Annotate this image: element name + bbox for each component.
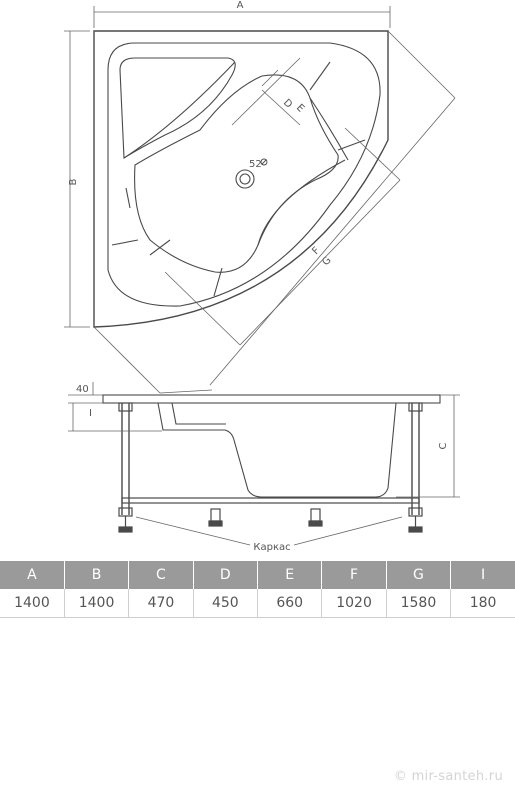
drain-icon xyxy=(235,169,255,189)
tub-rim-contour xyxy=(107,42,381,307)
spec-value-b: 1400 xyxy=(64,589,130,618)
dim-e-line xyxy=(231,57,301,126)
label-a: A xyxy=(237,0,244,11)
spec-header-a: A xyxy=(0,561,65,589)
spec-value-d: 450 xyxy=(193,589,259,618)
label-g: G xyxy=(320,255,333,268)
label-e: E xyxy=(294,102,306,114)
spec-table-value-row: 1400 1400 470 450 660 1020 1580 180 xyxy=(0,589,515,618)
frame-rail xyxy=(121,497,420,504)
spec-header-b: B xyxy=(64,561,130,589)
spec-value-c: 470 xyxy=(128,589,194,618)
top-view xyxy=(64,6,456,394)
spec-header-i: I xyxy=(450,561,515,589)
spec-header-f: F xyxy=(321,561,387,589)
spec-table-header-row: A B C D E F G I xyxy=(0,561,515,589)
tub-basin xyxy=(134,74,339,273)
spec-value-g: 1580 xyxy=(386,589,452,618)
spec-header-c: C xyxy=(128,561,194,589)
side-view xyxy=(68,382,460,546)
spec-value-i: 180 xyxy=(450,589,515,618)
watermark: © mir-santeh.ru xyxy=(393,769,503,784)
dim-d-line xyxy=(261,69,279,87)
label-40: 40 xyxy=(76,384,89,395)
label-b: B xyxy=(68,178,79,185)
frame-label: Каркас xyxy=(253,542,290,553)
label-i: I xyxy=(89,408,92,419)
spec-value-e: 660 xyxy=(257,589,323,618)
label-c: C xyxy=(438,442,449,449)
spec-header-d: D xyxy=(193,561,259,589)
bathtub-technical-drawing: A B D E F G 52 xyxy=(64,0,460,553)
tub-seat xyxy=(119,57,236,159)
spec-header-e: E xyxy=(257,561,323,589)
spec-header-g: G xyxy=(386,561,452,589)
tub-rim-side xyxy=(102,394,441,404)
dim-f-line xyxy=(239,179,401,346)
spec-table: A B C D E F G I 1400 1400 470 450 660 10… xyxy=(0,561,515,618)
spec-value-f: 1020 xyxy=(321,589,387,618)
dim-g-line xyxy=(387,30,456,99)
spec-value-a: 1400 xyxy=(0,589,65,618)
tub-basin-profile xyxy=(157,402,397,498)
drain-label: 52 xyxy=(249,159,262,170)
tub-outer-contour xyxy=(93,30,389,328)
